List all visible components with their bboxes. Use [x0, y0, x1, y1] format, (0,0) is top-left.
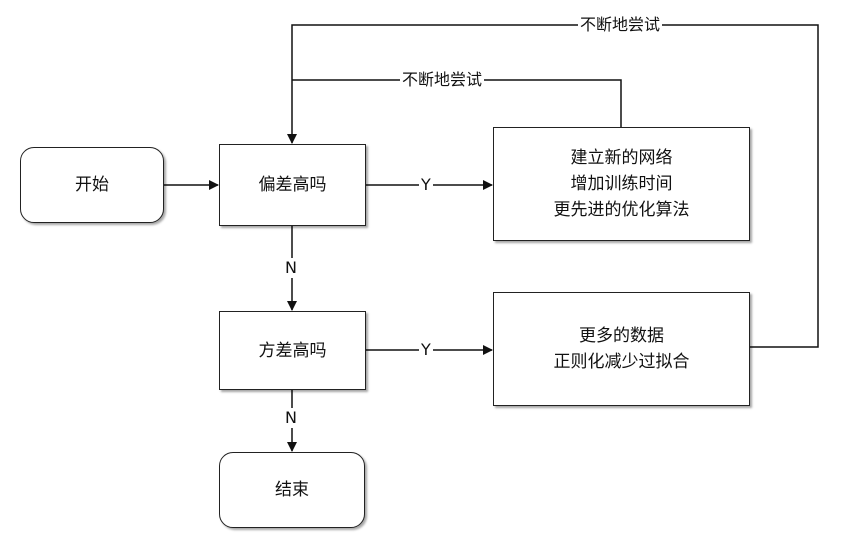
edge-label-retry-inner: 不断地尝试 — [400, 70, 485, 90]
variance-fix-line-2: 正则化减少过拟合 — [553, 352, 690, 372]
bias-fix-line-2: 增加训练时间 — [570, 174, 673, 194]
variance-fix-line-1: 更多的数据 — [579, 326, 664, 346]
bias-fix-line-1: 建立新的网络 — [570, 148, 673, 168]
edge-retry-outer — [287, 24, 819, 348]
bias-fix-node: 建立新的网络 增加训练时间 更先进的优化算法 — [493, 127, 750, 241]
end-label: 结束 — [275, 480, 309, 500]
edge-label-variance-no: N — [283, 408, 299, 428]
edge-label-variance-yes: Y — [419, 340, 433, 360]
bias-fix-line-3: 更先进的优化算法 — [553, 200, 690, 220]
edge-label-bias-yes: Y — [419, 175, 433, 195]
variance-check-node: 方差高吗 — [219, 311, 366, 390]
edge-label-retry-outer: 不断地尝试 — [578, 15, 663, 35]
end-node: 结束 — [219, 452, 365, 528]
bias-check-label: 偏差高吗 — [258, 175, 327, 195]
bias-check-node: 偏差高吗 — [219, 144, 366, 226]
start-label: 开始 — [75, 175, 109, 195]
start-node: 开始 — [20, 147, 164, 223]
edge-label-bias-no: N — [283, 258, 299, 278]
variance-fix-node: 更多的数据 正则化减少过拟合 — [493, 292, 750, 406]
variance-check-label: 方差高吗 — [258, 340, 327, 361]
